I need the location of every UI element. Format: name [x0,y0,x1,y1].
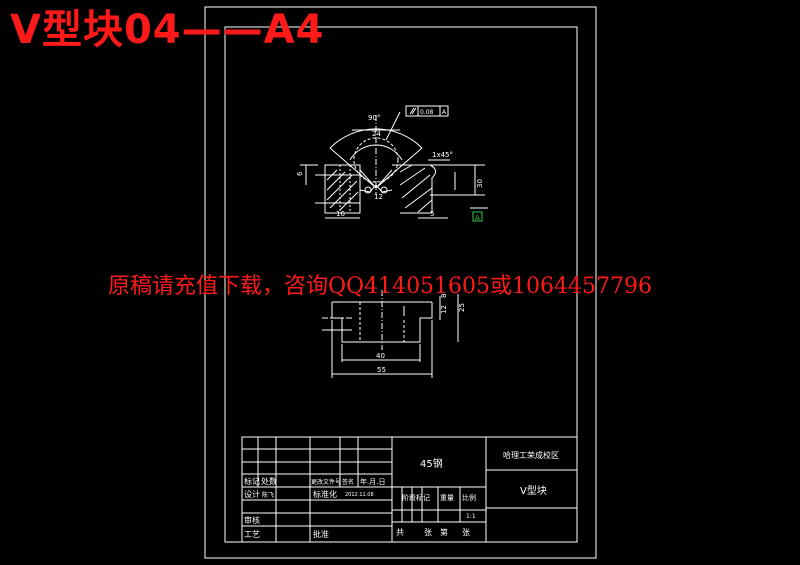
dim-chamfer: 1x45° [432,151,453,159]
label-scale: 比例 [462,493,476,502]
scale-value: 1:1 [466,513,476,520]
watermark-text: 原稿请充值下载，咨询QQ414051605或1064457796 [108,274,653,299]
title-block [241,436,578,543]
label-sign: 签名 [342,478,354,486]
label-total: 共 [396,528,404,537]
dim-d5: 16 [336,210,345,218]
dim-d6: 5 [430,210,434,218]
dim-tolerance-datum: A [442,109,447,116]
label-count: 处数 [261,476,277,486]
dim-len55: 55 [377,366,386,374]
dim-len40: 40 [376,352,385,360]
institute: 哈理工荣成校区 [503,450,559,460]
label-review: 审核 [244,515,260,525]
part-name: V型块 [520,484,547,497]
dim-d1: 24 [372,130,381,138]
bottom-view [322,290,459,378]
dim-d3: 12 [374,193,383,201]
dim-angle: 90° [368,114,380,122]
label-page: 第 [440,527,448,537]
designer: 陈飞 [262,491,274,499]
dim-d7: 8 [440,294,448,298]
dim-d8: 12 [440,305,448,314]
dim-d9: 25 [458,303,466,312]
outer-border [204,6,597,559]
label-doc: 更改文件号 [311,478,341,486]
dimension-labels: 90° 0.08 A 1x45° 24 6 12 30 16 5 8 12 25… [296,109,484,374]
title-block-text: 45钢 哈理工荣成校区 V型块 标记 处数 更改文件号 签名 年.月.日 设计 … [244,450,559,539]
dim-tolerance-value: 0.08 [420,109,434,116]
front-view [300,105,488,222]
label-weight: 重量 [440,494,454,502]
label-process: 工艺 [244,530,260,539]
label-date: 年.月.日 [360,477,385,486]
label-sheet-2: 张 [462,528,470,537]
datum-label: A [475,214,480,222]
overlay-title: V型块04——A4 [10,7,325,53]
label-approve: 批准 [313,529,329,539]
label-std: 标准化 [313,489,337,499]
label-design: 设计 [244,489,260,499]
date-value: 2012.11.08 [345,492,374,498]
label-stage: 阶段标记 [402,493,430,502]
dim-d2: 6 [296,171,304,176]
label-sheet: 张 [424,528,432,537]
label-mark: 标记 [244,476,260,486]
dim-d4: 30 [476,179,484,188]
material: 45钢 [420,457,443,470]
